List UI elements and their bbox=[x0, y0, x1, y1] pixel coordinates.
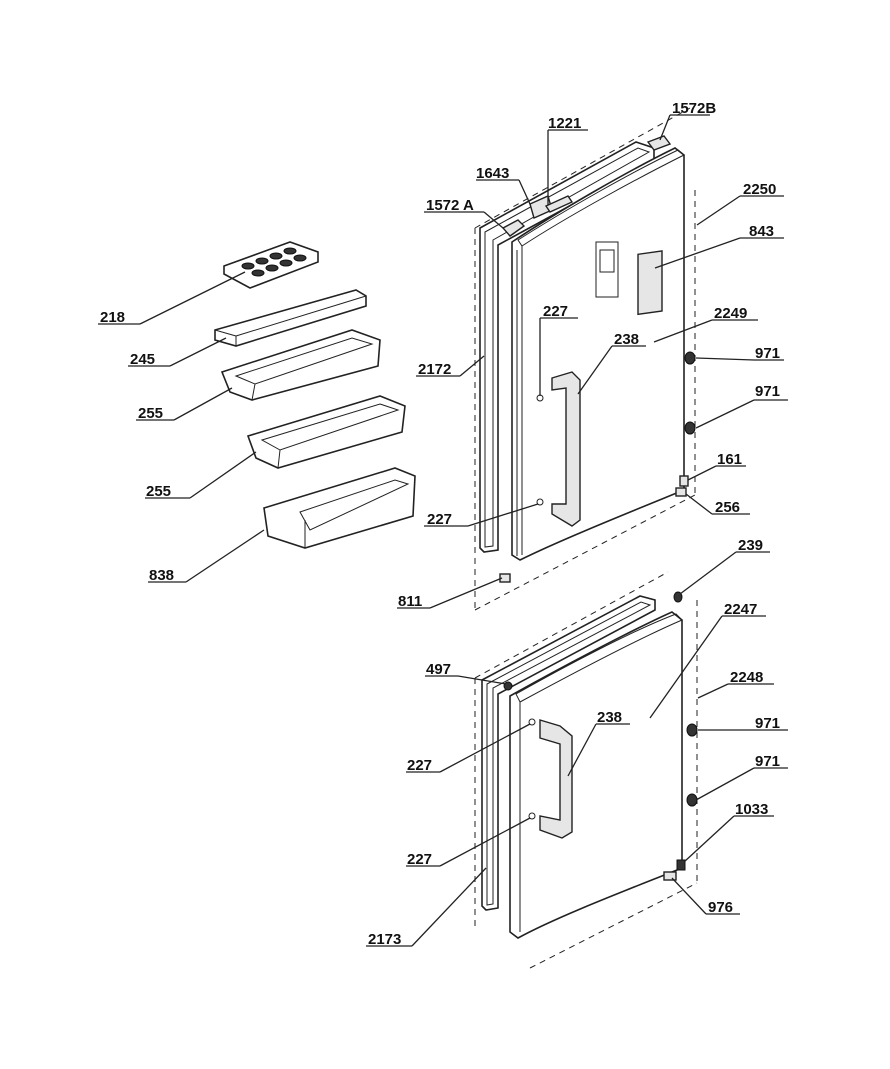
label-1221: 1221 bbox=[548, 115, 581, 132]
label-1572B: 1572B bbox=[672, 100, 716, 117]
label-1033: 1033 bbox=[735, 801, 768, 818]
label-971-a: 971 bbox=[755, 345, 780, 362]
label-161: 161 bbox=[717, 451, 742, 468]
upper-door-gasket bbox=[479, 141, 655, 553]
label-497: 497 bbox=[426, 661, 451, 678]
label-2248: 2248 bbox=[730, 669, 763, 686]
hardware-parts bbox=[499, 351, 698, 881]
label-838: 838 bbox=[149, 567, 174, 584]
label-255-a: 255 bbox=[138, 405, 163, 422]
top-hinge-covers bbox=[501, 135, 672, 237]
label-218: 218 bbox=[100, 309, 125, 326]
shelf-838 bbox=[263, 467, 416, 549]
label-227-lower-bottom: 227 bbox=[407, 851, 432, 868]
label-245: 245 bbox=[130, 351, 155, 368]
label-227-lower-top: 227 bbox=[407, 757, 432, 774]
label-811: 811 bbox=[398, 593, 422, 610]
lower-door-gasket bbox=[481, 595, 656, 911]
label-227-upper-bottom: 227 bbox=[427, 511, 452, 528]
upper-assembly-outline bbox=[474, 107, 696, 611]
part-labels: 1572B 1221 1643 2250 1572 A 843 218 227 … bbox=[100, 100, 780, 948]
label-2172: 2172 bbox=[418, 361, 451, 378]
label-976: 976 bbox=[708, 899, 733, 916]
label-227-upper-top: 227 bbox=[543, 303, 568, 320]
label-843: 843 bbox=[749, 223, 774, 240]
label-971-b: 971 bbox=[755, 383, 780, 400]
label-1572A: 1572 A bbox=[426, 197, 474, 214]
label-971-d: 971 bbox=[755, 753, 780, 770]
shelf-255-lower bbox=[246, 395, 406, 469]
leader-lines bbox=[98, 114, 788, 947]
label-2173: 2173 bbox=[368, 931, 401, 948]
label-971-c: 971 bbox=[755, 715, 780, 732]
upper-door bbox=[511, 147, 685, 561]
label-2250: 2250 bbox=[743, 181, 776, 198]
lower-door bbox=[509, 611, 683, 939]
lower-assembly-outline bbox=[474, 571, 698, 969]
label-239: 239 bbox=[738, 537, 763, 554]
label-1643: 1643 bbox=[476, 165, 509, 182]
label-2249: 2249 bbox=[714, 305, 747, 322]
shelf-245 bbox=[214, 289, 367, 347]
shelf-255-upper bbox=[220, 329, 381, 401]
label-256: 256 bbox=[715, 499, 740, 516]
label-238-lower: 238 bbox=[597, 709, 622, 726]
shelf-218 bbox=[223, 241, 319, 289]
label-238-upper: 238 bbox=[614, 331, 639, 348]
label-255-b: 255 bbox=[146, 483, 171, 500]
label-2247: 2247 bbox=[724, 601, 757, 618]
